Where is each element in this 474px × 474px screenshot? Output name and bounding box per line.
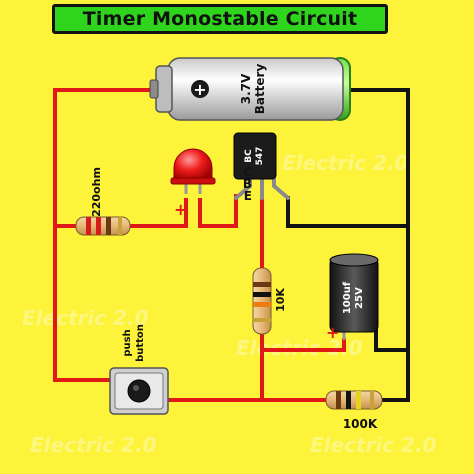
pin-e-label: E: [244, 189, 252, 203]
led: +: [170, 148, 216, 219]
resistor-100k: 100K: [325, 390, 383, 431]
watermark: Electric 2.0: [282, 151, 409, 175]
positive-wires: [53, 88, 346, 402]
pin-b-label: B: [243, 177, 252, 191]
resistor-10k-label: 10K: [274, 288, 287, 312]
resistor-10k: 10K: [252, 267, 287, 335]
resistor-220: 220ohm: [75, 167, 131, 236]
battery-label: Battery: [253, 64, 267, 115]
capacitor-plus-sign: +: [326, 323, 339, 342]
capacitor-value: 100uf: [342, 281, 353, 314]
capacitor-voltage: 25V: [354, 287, 365, 309]
push-button-label-1: push: [122, 329, 133, 356]
led-plus-sign: +: [174, 200, 187, 219]
plus-icon: [191, 80, 209, 98]
push-button: push button: [109, 324, 169, 415]
wire-cap-plus: [260, 338, 346, 352]
wire-emitter: [286, 196, 410, 228]
battery-plus-sign: +: [193, 80, 206, 99]
watermark: Electric 2.0: [22, 306, 149, 330]
pin-c-label: C: [243, 165, 252, 179]
transistor: BC 547 C B E: [233, 132, 290, 203]
wire-battery-plus: [53, 88, 152, 382]
capacitor: 100uf 25V +: [326, 253, 379, 342]
title-banner: Timer Monostable Circuit: [52, 4, 388, 34]
wire-r220-led: [126, 198, 188, 228]
wire-battery-minus: [346, 88, 410, 402]
transistor-model-bottom: 547: [255, 147, 265, 166]
watermark: Electric 2.0: [30, 433, 157, 457]
wire-led-collector: [198, 194, 238, 228]
transistor-model-top: BC: [244, 149, 254, 163]
battery: + 3.7V Battery: [149, 57, 351, 121]
resistor-100k-label: 100K: [343, 417, 378, 431]
resistor-220-label: 220ohm: [90, 167, 103, 217]
push-button-label-2: button: [135, 324, 146, 362]
battery-voltage: 3.7V: [239, 73, 253, 104]
diagram-title: Timer Monostable Circuit: [82, 8, 358, 30]
watermark: Electric 2.0: [310, 433, 437, 457]
